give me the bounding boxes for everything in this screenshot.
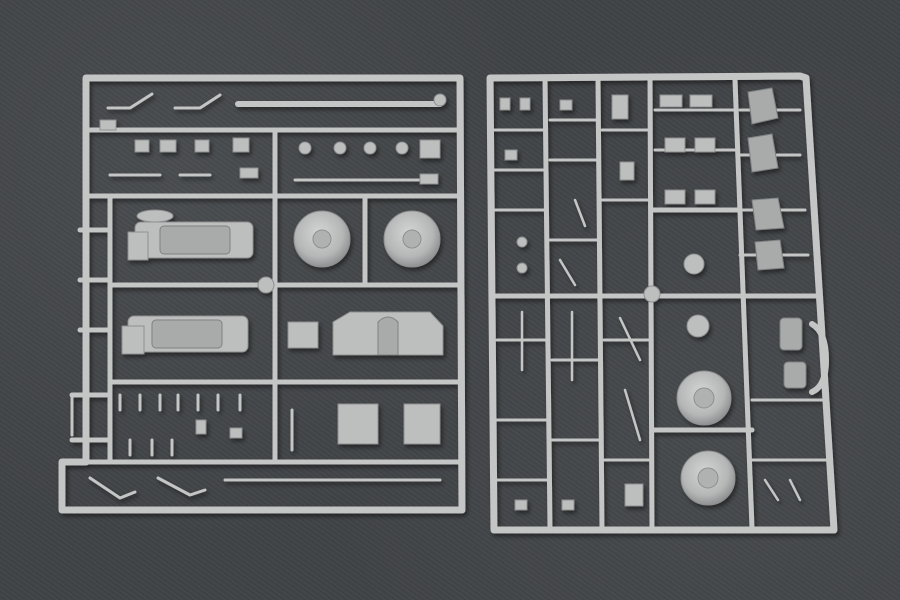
left-sprue — [58, 74, 466, 514]
engine-block-lower — [121, 315, 249, 355]
engine-block-upper — [127, 209, 254, 261]
curved-arm-part — [809, 321, 829, 395]
hub-part-2 — [686, 314, 710, 338]
right-sprue — [486, 72, 838, 534]
road-wheel-4 — [680, 450, 736, 506]
right-sprue-frame — [486, 72, 838, 534]
hub-part-1 — [683, 253, 705, 275]
road-wheel-1 — [293, 210, 351, 268]
road-wheel-3 — [676, 370, 732, 426]
road-wheel-2 — [383, 210, 441, 268]
